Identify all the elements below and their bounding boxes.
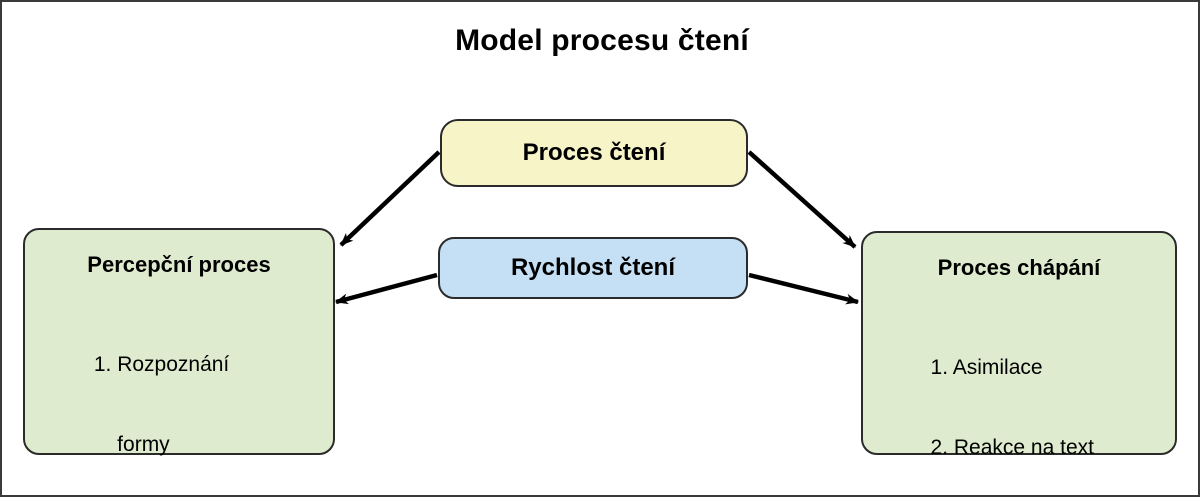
list-item: formy — [93, 433, 170, 457]
arrow-process-to-perceptual — [339, 150, 441, 247]
node-proces-chapani[interactable]: Proces chápání 1. Asimilace 2. Reakce na… — [861, 231, 1177, 459]
arrow-speed-to-perceptual — [335, 272, 438, 305]
arrow-speed-to-comprehension — [748, 272, 859, 305]
node-proces-chapani-list: 1. Asimilace 2. Reakce na text 2.1 Kriti… — [927, 301, 1112, 495]
node-proces-chapani-title: Proces chápání — [937, 255, 1101, 280]
node-percepcni-proces-title: Percepční proces — [87, 252, 271, 277]
node-percepcni-proces-list: 1. Rozpoznání formy 2. Vnímání obsahu — [88, 298, 270, 495]
node-proces-cteni[interactable]: Proces čtení — [440, 119, 748, 187]
node-proces-cteni-title: Proces čtení — [522, 139, 666, 167]
arrow-process-to-comprehension — [747, 150, 857, 249]
list-item: 1. Asimilace — [930, 355, 1043, 379]
diagram-title: Model procesu čtení — [455, 24, 749, 57]
node-percepcni-proces[interactable]: Percepční proces 1. Rozpoznání formy 2. … — [23, 228, 335, 456]
node-rychlost-cteni[interactable]: Rychlost čtení — [438, 237, 748, 299]
list-item: 2. Reakce na text — [930, 436, 1094, 460]
node-rychlost-cteni-title: Rychlost čtení — [510, 254, 676, 282]
list-item: 1. Rozpoznání — [93, 352, 230, 376]
